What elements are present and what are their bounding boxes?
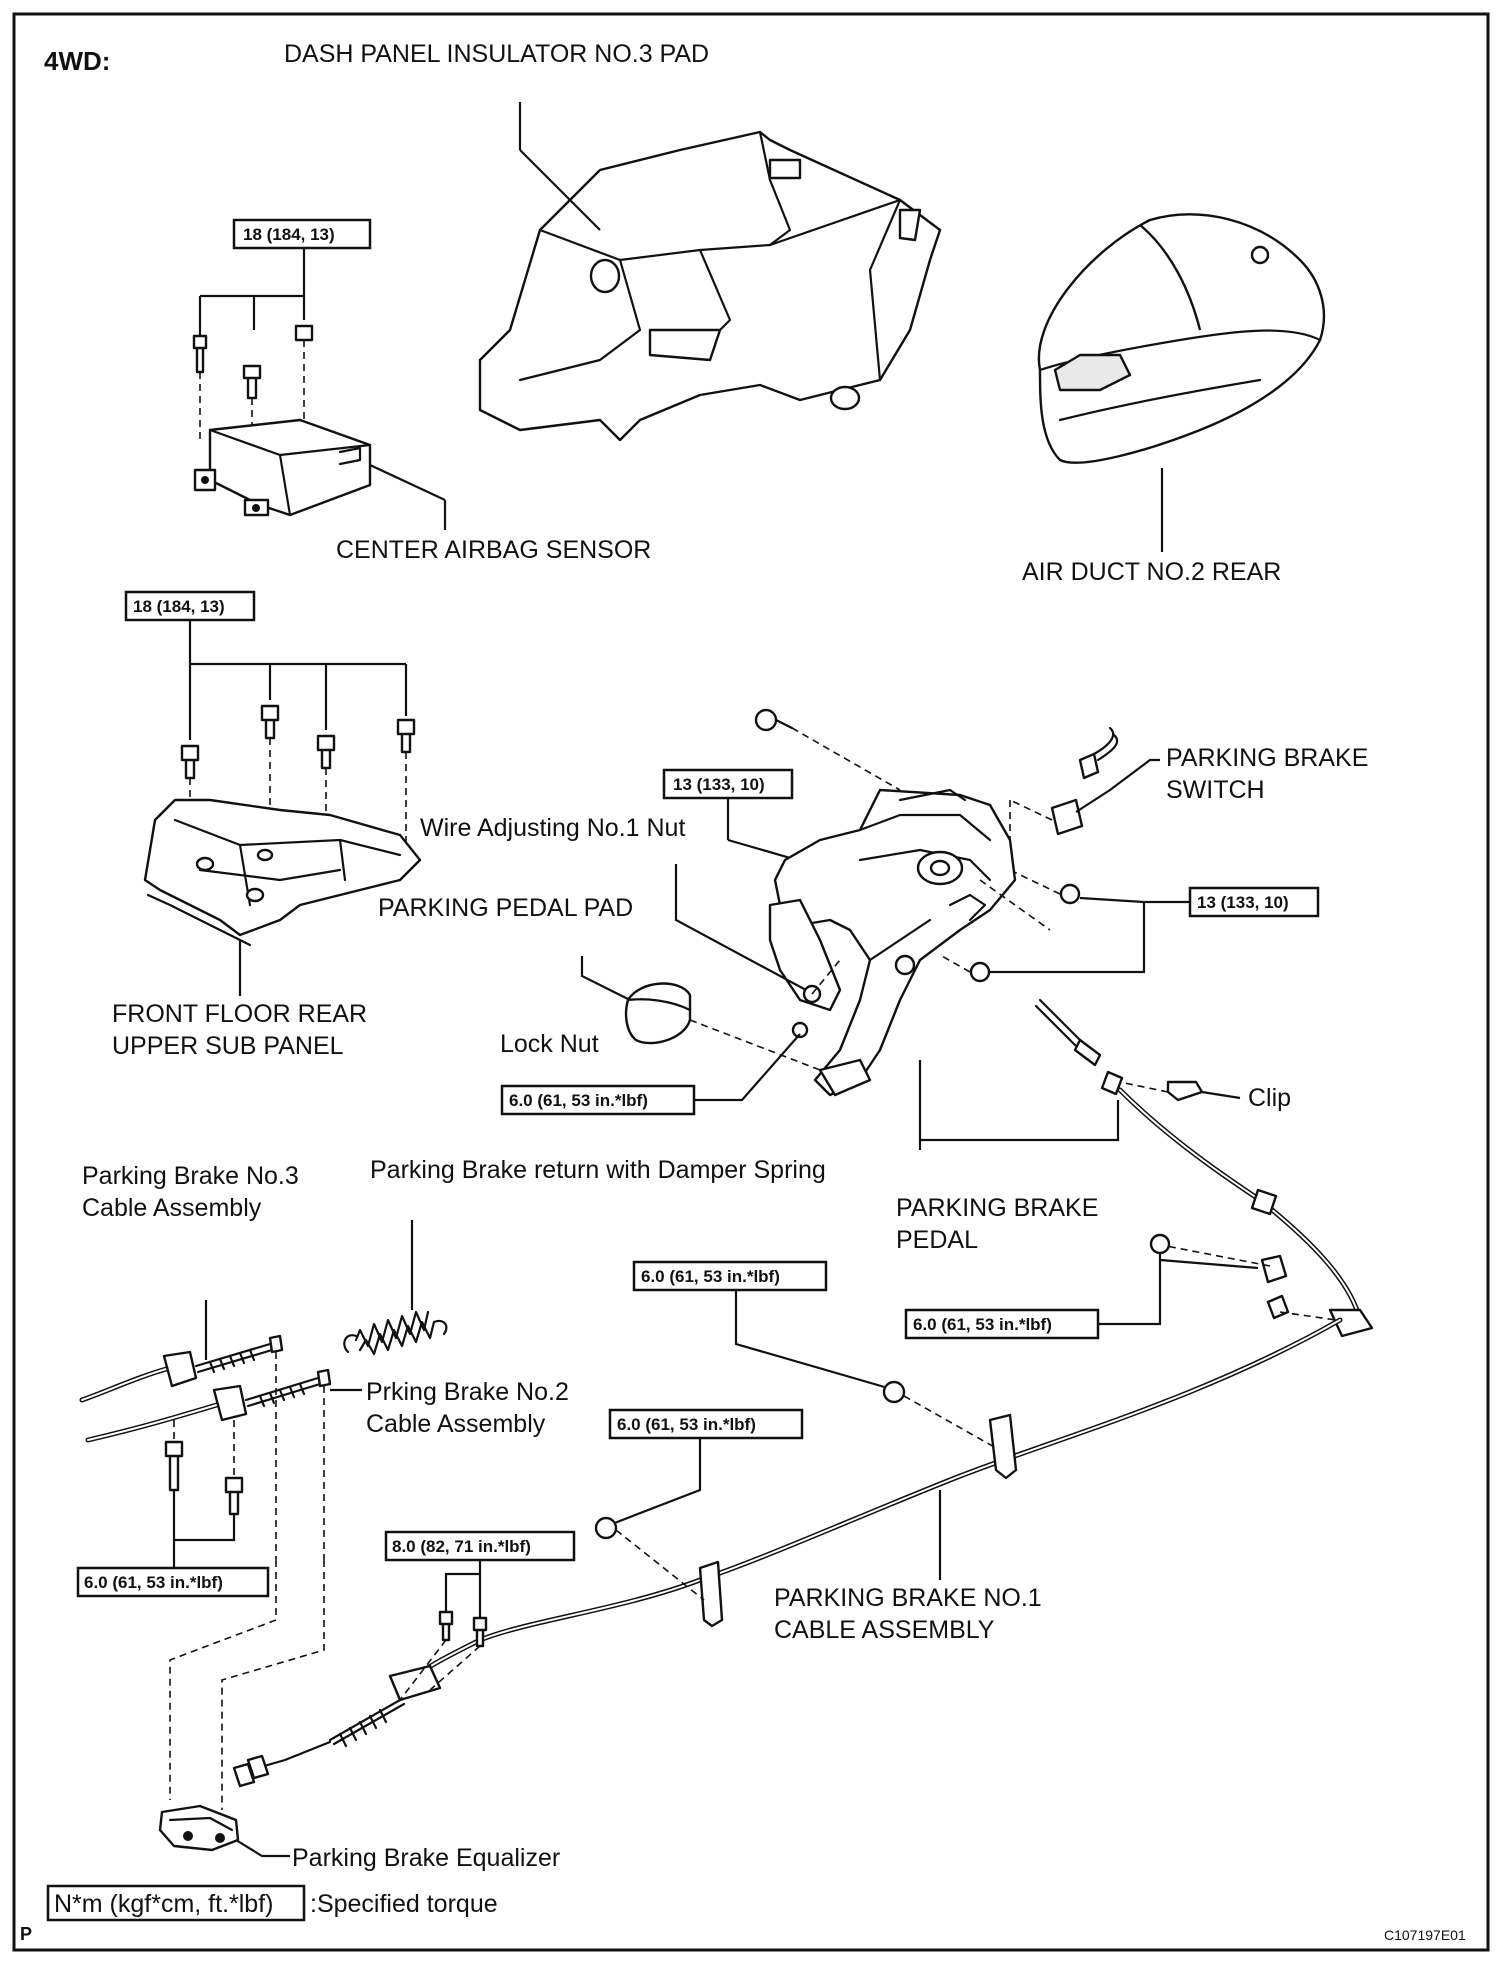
front-floor-label-2: UPPER SUB PANEL: [112, 1032, 344, 1060]
pedal-top-bolt: [754, 708, 901, 791]
lock-nut-label: Lock Nut: [500, 1030, 599, 1058]
air-duct-part: [1037, 213, 1326, 552]
dash-panel-insulator-label: DASH PANEL INSULATOR NO.3 PAD: [284, 40, 709, 68]
wire-adjusting-nut-part: [674, 864, 841, 1039]
front-floor-label-1: FRONT FLOOR REAR: [112, 1000, 367, 1028]
parking-brake-switch-part: [1009, 726, 1160, 840]
damper-spring-label: Parking Brake return with Damper Spring: [370, 1156, 826, 1184]
clip-part: [1119, 1080, 1241, 1102]
svg-text:8.0 (82, 71 in.*lbf): 8.0 (82, 71 in.*lbf): [392, 1537, 531, 1556]
cable-right-torque-callout: 6.0 (61, 53 in.*lbf): [904, 1233, 1259, 1340]
no2-cable-label-2: Cable Assembly: [366, 1410, 546, 1438]
svg-text:13 (133, 10): 13 (133, 10): [1197, 893, 1289, 912]
floor-torque-callout: 18 (184, 13): [124, 590, 408, 740]
svg-text:6.0 (61, 53 in.*lbf): 6.0 (61, 53 in.*lbf): [509, 1091, 648, 1110]
airbag-torque-callout: 18 (184, 13): [198, 218, 372, 336]
page-frame: [12, 12, 1490, 1952]
parking-brake-switch-label-2: SWITCH: [1166, 776, 1265, 804]
parking-brake-pedal-label-2: PEDAL: [896, 1226, 978, 1254]
parking-brake-pedal-label-1: PARKING BRAKE: [896, 1194, 1098, 1222]
no3-cable-label-1: Parking Brake No.3: [82, 1162, 299, 1190]
cable-lower-torque-callout: 6.0 (61, 53 in.*lbf): [594, 1408, 804, 1601]
dash-panel-insulator-part: [478, 102, 942, 442]
airbag-bolts: [192, 324, 314, 470]
cable-bracket-torque-callout: 8.0 (82, 71 in.*lbf): [384, 1530, 576, 1701]
no2-cable-bolts: [164, 1420, 244, 1568]
svg-text:13 (133, 10): 13 (133, 10): [673, 775, 765, 794]
no1-cable-label-2: CABLE ASSEMBLY: [774, 1616, 995, 1644]
no2-cable-torque-callout: 6.0 (61, 53 in.*lbf): [76, 1566, 270, 1598]
svg-text:6.0 (61, 53 in.*lbf): 6.0 (61, 53 in.*lbf): [913, 1315, 1052, 1334]
no2-cable-part: [85, 1368, 362, 1560]
parking-pedal-pad-part: [580, 956, 821, 1071]
legend-unit-box-text: N*m (kgf*cm, ft.*lbf): [54, 1890, 273, 1918]
pedal-right-torque-callout: 13 (133, 10): [939, 869, 1320, 983]
wire-adjusting-nut-label: Wire Adjusting No.1 Nut: [420, 814, 685, 842]
svg-text:18 (184, 13): 18 (184, 13): [243, 225, 335, 244]
svg-text:18 (184, 13): 18 (184, 13): [133, 597, 225, 616]
parking-brake-switch-label-1: PARKING BRAKE: [1166, 744, 1368, 772]
legend-unit-text: :Specified torque: [310, 1890, 498, 1918]
parking-brake-pedal-part: [768, 788, 1051, 1097]
variant-label: 4WD:: [44, 46, 110, 76]
parking-pedal-pad-label: PARKING PEDAL PAD: [378, 894, 633, 922]
svg-text:6.0 (61, 53 in.*lbf): 6.0 (61, 53 in.*lbf): [617, 1415, 756, 1434]
damper-spring-part: [343, 1220, 448, 1356]
corner-mark: P: [20, 1924, 32, 1944]
no1-cable-label-1: PARKING BRAKE NO.1: [774, 1584, 1042, 1612]
cable-mid-torque-callout: 6.0 (61, 53 in.*lbf): [632, 1260, 997, 1449]
front-floor-panel-part: [143, 798, 422, 996]
airbag-sensor-leader: [369, 464, 446, 501]
no2-cable-label-1: Prking Brake No.2: [366, 1378, 569, 1406]
equalizer-label: Parking Brake Equalizer: [292, 1844, 560, 1872]
no3-cable-part: [79, 1300, 284, 1560]
no3-cable-label-2: Cable Assembly: [82, 1194, 262, 1222]
parking-brake-equalizer-part: [158, 1804, 290, 1858]
clip-label: Clip: [1248, 1084, 1291, 1112]
svg-text:6.0 (61, 53 in.*lbf): 6.0 (61, 53 in.*lbf): [84, 1573, 223, 1592]
no1-cable-part: [232, 998, 1374, 1788]
torque-legend: N*m (kgf*cm, ft.*lbf) :Specified torque: [46, 1884, 498, 1922]
air-duct-label: AIR DUCT NO.2 REAR: [1022, 558, 1281, 586]
svg-text:6.0 (61, 53 in.*lbf): 6.0 (61, 53 in.*lbf): [641, 1267, 780, 1286]
figure-code: C107197E01: [1384, 1927, 1466, 1943]
center-airbag-sensor-label: CENTER AIRBAG SENSOR: [336, 536, 651, 564]
center-airbag-sensor-part: [193, 418, 447, 530]
lock-nut-torque-callout: 6.0 (61, 53 in.*lbf): [500, 1033, 801, 1116]
